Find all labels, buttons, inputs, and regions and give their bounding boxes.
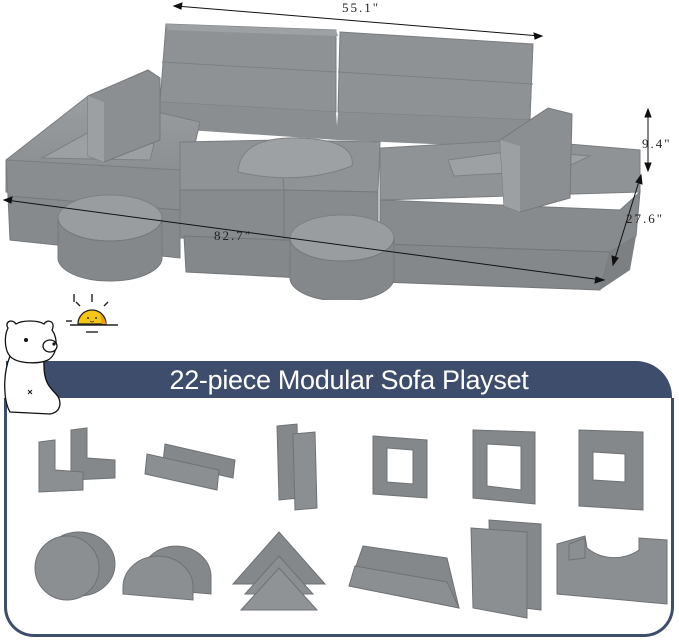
- pieces-panel: [4, 398, 674, 637]
- arch-cradle: [556, 535, 668, 605]
- dimension-width-label: 55.1": [342, 0, 381, 15]
- polar-bear-illustration: [0, 316, 70, 416]
- medium-square-frame: [472, 429, 536, 505]
- wedge-cushions: [348, 545, 460, 609]
- dimension-depth-label: 27.6": [626, 211, 665, 226]
- foam-pieces-drawing: [34, 423, 668, 619]
- title-banner: 22-piece Modular Sofa Playset: [6, 361, 672, 403]
- dimension-height-label: 9.4": [642, 136, 672, 151]
- banner-title: 22-piece Modular Sofa Playset: [169, 365, 529, 395]
- tall-pillars: [276, 423, 318, 511]
- long-bars: [144, 443, 236, 491]
- half-moons: [122, 545, 212, 601]
- dimension-length-label: 82.7": [214, 228, 253, 243]
- triangles: [231, 531, 327, 611]
- sofa-illustration: [0, 0, 679, 300]
- round-discs: [34, 531, 116, 601]
- sofa-drawing: [2, 2, 652, 300]
- large-square-frame: [578, 429, 644, 511]
- sunrise-icon: [62, 290, 120, 342]
- flat-panels: [470, 519, 542, 619]
- small-square-frame: [372, 435, 428, 499]
- l-shaped-blocks: [38, 427, 116, 493]
